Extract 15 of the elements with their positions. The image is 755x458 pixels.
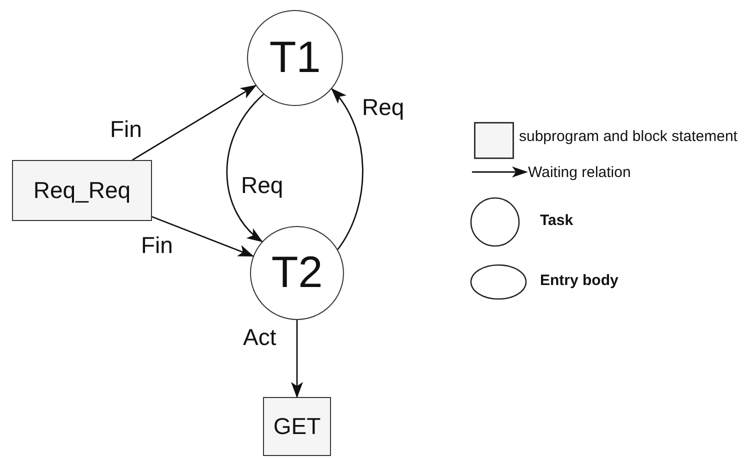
task-circle: T2 <box>250 226 344 320</box>
arrow <box>132 84 257 161</box>
edge-label: Req <box>361 96 406 119</box>
legend-text: Task <box>540 213 574 228</box>
legend-text: Waiting relation <box>528 165 631 180</box>
arrow <box>331 88 364 250</box>
process-box: Req_Req <box>12 160 152 221</box>
process-box: GET <box>263 397 331 456</box>
edge-label: Req <box>240 174 284 197</box>
legend-text: subprogram and block statement <box>519 129 738 144</box>
arrow <box>291 320 303 398</box>
arrow <box>152 216 254 257</box>
task-circle: T1 <box>247 10 343 106</box>
arrow <box>226 94 264 242</box>
legend-text: Entry body <box>540 273 618 288</box>
